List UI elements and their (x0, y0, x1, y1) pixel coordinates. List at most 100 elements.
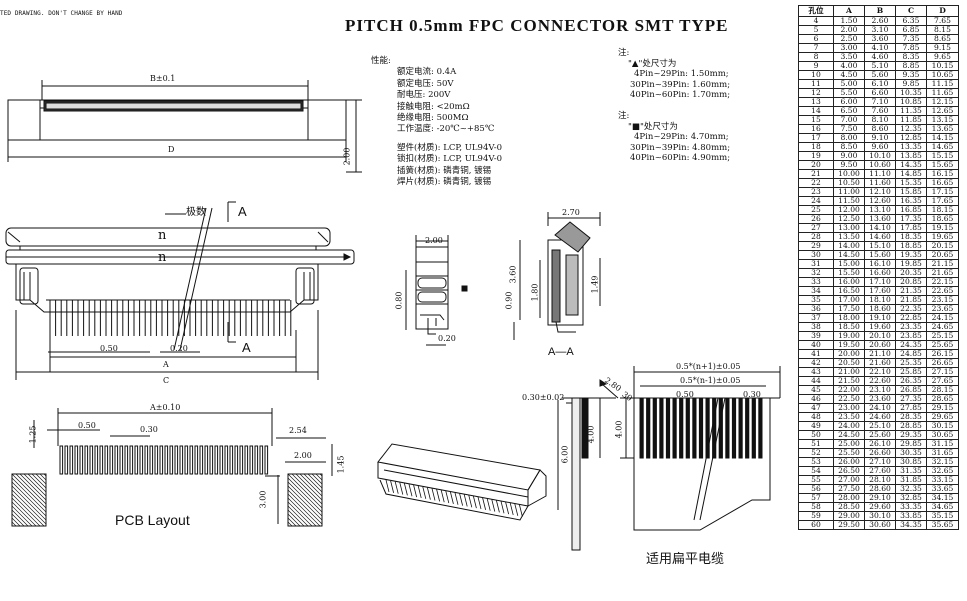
fpc-trace (679, 397, 684, 459)
pcb-pad (234, 445, 239, 475)
fpc-trace (731, 397, 737, 459)
hatch-line (31, 473, 47, 489)
hatch-line (291, 473, 323, 505)
section-view (513, 212, 601, 340)
hatch-line (287, 481, 323, 517)
hatch-line (287, 521, 293, 527)
iso-pin (413, 485, 417, 498)
hatch-line (27, 473, 47, 493)
hatch-line (287, 473, 323, 509)
col-header-b: B (864, 5, 896, 17)
note-title: "▲"处尺寸为 (628, 58, 677, 69)
note-heading: 注: (618, 48, 630, 58)
iso-view (377, 443, 547, 521)
hatch-line (287, 501, 313, 527)
iso-pin (436, 489, 440, 502)
hatch-line (11, 489, 47, 525)
dim-b: B±0.1 (150, 74, 176, 83)
hatch-line (287, 497, 317, 527)
dim-fpc-thickness: 0.30±0.02 (522, 393, 565, 402)
fpc-trace (685, 397, 690, 459)
spec-line: 耐电压: 200V (397, 90, 451, 101)
hatch-line (311, 473, 323, 485)
iso-pin (385, 479, 390, 493)
note-line: 40Pin~60Pin: 4.90mm; (630, 153, 731, 164)
front-view-pins (49, 300, 292, 336)
hatch-line (11, 473, 47, 509)
dim-fpc-600: 6.00 (560, 445, 570, 464)
pcb-pad (94, 445, 99, 475)
hatch-line (11, 485, 47, 521)
iso-pin (500, 501, 505, 514)
dim-fpc-400a: 4.00 (586, 425, 596, 444)
label-n2: n (158, 250, 167, 265)
pcb-pad (204, 445, 209, 475)
pcb-pad (134, 445, 139, 475)
table-cell: 34.35 (895, 520, 927, 530)
table-cell: 60 (798, 520, 834, 530)
material-line: 塑件(材质): LCP, UL94V-0 (397, 142, 503, 153)
pcb-pad (59, 445, 64, 475)
iso-pin (519, 504, 523, 517)
note-title: "■"处尺寸为 (628, 121, 678, 132)
dim-sec-090: 0.90 (504, 291, 514, 310)
col-header-d: D (926, 5, 959, 17)
fpc-trace (712, 397, 717, 459)
fpc-trace (692, 397, 697, 459)
pcb-pad (239, 445, 244, 475)
dim-pcb-254: 2.54 (289, 426, 307, 435)
table-cell: 35.65 (926, 520, 959, 530)
pcb-pad (119, 445, 124, 475)
dim-pcb-300: 3.00 (258, 490, 268, 509)
dim-fpc-400b: 4.00 (614, 420, 624, 439)
hatch-line (303, 473, 323, 493)
dim-pcb-125: 1.25 (28, 425, 38, 444)
dim-fpc-pitch: 0.50 (676, 390, 694, 399)
iso-pin (404, 483, 408, 496)
pcb-pad (84, 445, 89, 475)
hatch-line (35, 473, 47, 485)
pcb-pad (99, 445, 104, 475)
pcb-pad (109, 445, 114, 475)
material-line: 焊片(材质): 磷青铜, 镀锡 (397, 177, 492, 188)
iso-pin (422, 486, 427, 499)
hatch-line (11, 521, 17, 527)
pcb-pad (174, 445, 179, 475)
pcb-pad (199, 445, 204, 475)
hatch-line (39, 473, 47, 481)
pcb-layout-title: PCB Layout (115, 512, 190, 528)
side-view (405, 235, 468, 346)
fpc-trace (672, 397, 677, 459)
iso-pin (473, 496, 477, 509)
iso-pin (505, 502, 509, 515)
spec-line: 绝缘电阻: 500MΩ (397, 113, 469, 124)
fpc-trace (652, 397, 657, 459)
pcb-pad (249, 445, 254, 475)
hatch-line (299, 473, 323, 497)
iso-pin (496, 500, 500, 513)
pcb-pad (254, 445, 259, 475)
hatch-line (287, 489, 323, 525)
hatch-line (23, 473, 47, 497)
hatch-line (11, 509, 29, 527)
hatch-line (11, 481, 47, 517)
dim-pcb-030: 0.30 (140, 425, 158, 434)
fpc-trace (718, 397, 723, 459)
table-header-row: 孔位 A B C D (798, 5, 959, 17)
pcb-pad (124, 445, 129, 475)
fpc-trace (725, 397, 730, 459)
iso-pin (509, 502, 514, 516)
pcb-pad (79, 445, 84, 475)
pcb-pad (104, 445, 109, 475)
pcb-pad (214, 445, 219, 475)
technical-drawing (5, 80, 781, 551)
note-heading: 注: (618, 111, 630, 121)
